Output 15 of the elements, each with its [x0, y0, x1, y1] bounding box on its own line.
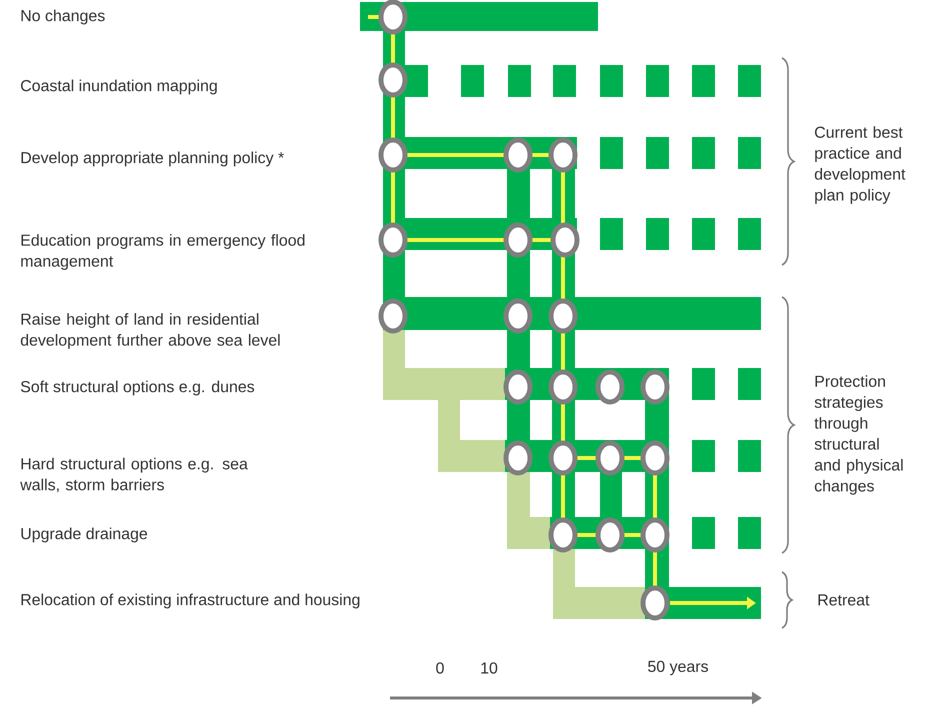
row-label: Soft structural options e.g. dunes	[20, 380, 254, 396]
group-label: Protection strategies through structural and physical changes	[814, 375, 903, 495]
group-label: Current best practice and development plan policy	[814, 126, 906, 204]
row-label: Raise height of land in residential development further above sea level	[20, 313, 280, 349]
row-label: Develop appropriate planning policy *	[22, 152, 284, 166]
row-label: Hard structural options e.g. sea walls, storm barriers	[20, 458, 248, 492]
row-label: No changes	[22, 10, 105, 24]
row-label: Coastal inundation mapping	[21, 80, 217, 94]
group-label: Retreat	[818, 594, 870, 606]
axis-label: 10	[481, 662, 498, 674]
row-label: Education programs in emergency flood management	[21, 234, 304, 270]
axis-label: 0	[436, 662, 444, 674]
row-label: Upgrade drainage	[21, 528, 148, 542]
axis-label: 50 years	[648, 660, 708, 676]
row-label: Relocation of existing infrastructure and housing	[22, 594, 360, 608]
